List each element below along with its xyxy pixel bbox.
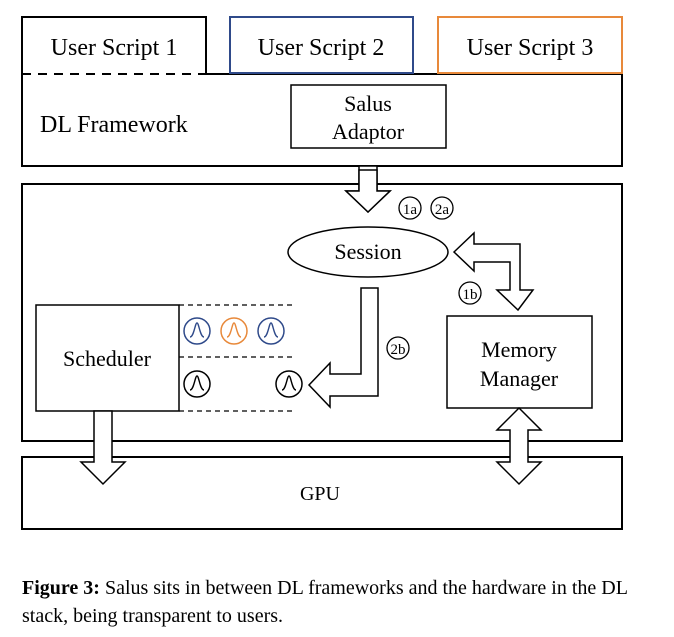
memory-manager-line1: Memory	[481, 337, 557, 362]
gpu-box	[21, 456, 623, 530]
salus-adaptor-line1: Salus	[344, 91, 392, 116]
figure-label: Figure 3:	[22, 577, 100, 599]
salus-architecture-diagram: User Script 1 User Script 2 User Script …	[21, 16, 623, 530]
queue-item-orange	[220, 317, 248, 345]
user-script-3-box	[437, 16, 623, 74]
queue-item-blue-1	[183, 317, 211, 345]
figure-caption: Figure 3: Salus sits in between DL frame…	[22, 574, 662, 630]
salus-adaptor-box	[290, 84, 447, 149]
scheduler-label: Scheduler	[63, 346, 152, 371]
step-2a-marker	[430, 196, 454, 220]
memory-manager-box	[446, 315, 593, 409]
figure-caption-text: Salus sits in between DL frameworks and …	[22, 577, 628, 627]
session-memory-arrow	[452, 231, 535, 312]
adaptor-to-session-arrow-overlay	[344, 169, 392, 214]
user-script-2-label: User Script 2	[258, 35, 385, 61]
dl-framework-label: DL Framework	[40, 112, 188, 138]
salus-box	[21, 183, 623, 442]
scheduler-box	[35, 304, 180, 412]
scheduler-to-gpu-arrow	[79, 410, 127, 486]
memory-gpu-arrow	[495, 406, 543, 486]
step-2a-label: 2a	[435, 202, 450, 218]
user-script-1-tab	[21, 16, 207, 74]
queue-item-blue-2	[257, 317, 285, 345]
salus-adaptor-line2: Adaptor	[332, 119, 405, 144]
session-ellipse	[287, 226, 449, 278]
queue-item-black-2	[275, 370, 303, 398]
memory-manager-line2: Manager	[480, 366, 559, 391]
step-1b-marker	[458, 281, 482, 305]
session-label: Session	[334, 239, 401, 264]
user-script-1-label: User Script 1	[51, 35, 178, 61]
step-1b-label: 1b	[463, 287, 478, 303]
gpu-label: GPU	[300, 483, 341, 505]
queue-item-black-1	[183, 370, 211, 398]
session-to-queue-arrow	[307, 287, 379, 409]
step-2b-marker	[386, 336, 410, 360]
user-script-2-box	[229, 16, 414, 74]
step-1a-marker	[398, 196, 422, 220]
user-script-3-label: User Script 3	[467, 35, 594, 61]
step-2b-label: 2b	[391, 342, 406, 358]
step-1a-label: 1a	[403, 202, 418, 218]
